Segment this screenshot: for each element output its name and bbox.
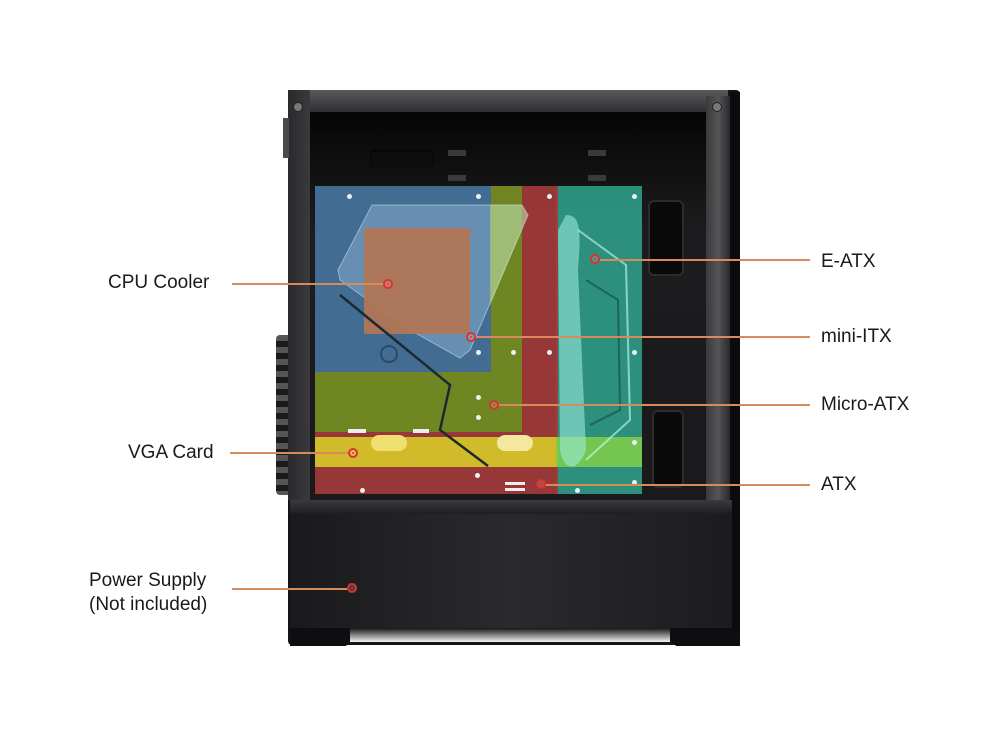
cpu-cooler-zone [364, 228, 470, 334]
leader-atx [545, 484, 810, 486]
standoff-hole [360, 488, 365, 493]
grommet [648, 200, 684, 276]
standoff-hole [632, 480, 637, 485]
case-foot-left [290, 628, 360, 646]
marker-atx [536, 479, 546, 489]
case-foot-right [660, 628, 740, 646]
standoff-hole [347, 194, 352, 199]
cable-tab [448, 175, 466, 181]
standoff-hole [632, 194, 637, 199]
label-atx: ATX [821, 474, 857, 495]
marker-micro-atx [489, 400, 499, 410]
label-power-supply-note: (Not included) [89, 594, 208, 615]
leader-vga-card [230, 452, 348, 454]
standoff-hole [511, 350, 516, 355]
pci-tab [505, 488, 525, 491]
label-e-atx: E-ATX [821, 251, 876, 272]
front-vent-strip [276, 335, 288, 495]
pci-slot-oval [371, 435, 407, 451]
label-vga-card: VGA Card [128, 442, 214, 463]
standoff-hole [476, 350, 481, 355]
standoff-hole [547, 194, 552, 199]
cable-slot [370, 150, 434, 168]
case-top-frame [288, 90, 728, 112]
case-right-pillar [706, 96, 730, 500]
psu-shroud [290, 514, 732, 628]
standoff-hole [476, 415, 481, 420]
label-mini-itx: mini-ITX [821, 326, 892, 347]
cable-channel-outline [339, 294, 489, 467]
standoff-hole [475, 473, 480, 478]
standoff-hole [547, 350, 552, 355]
screw-top-right [712, 102, 722, 112]
standoff-hole [476, 395, 481, 400]
leader-power-supply [232, 588, 347, 590]
psu-shroud-top-edge [290, 500, 732, 514]
marker-e-atx [590, 254, 600, 264]
pci-tab [505, 482, 525, 485]
grommet [652, 410, 684, 488]
screw-top-left [293, 102, 303, 112]
marker-power-supply [347, 583, 357, 593]
cable-tab [448, 150, 466, 156]
case-left-pillar [288, 90, 310, 500]
pci-tab [348, 429, 366, 433]
label-micro-atx: Micro-ATX [821, 394, 910, 415]
leader-mini-itx [475, 336, 810, 338]
standoff-hole [632, 350, 637, 355]
cable-tab [588, 175, 606, 181]
fan-outline [558, 215, 632, 467]
label-cpu-cooler: CPU Cooler [108, 272, 210, 293]
case-front-edge [730, 92, 740, 644]
leader-e-atx [600, 259, 810, 261]
cable-tab [588, 150, 606, 156]
marker-cpu-cooler [383, 279, 393, 289]
standoff-hole [575, 488, 580, 493]
leader-cpu-cooler [232, 283, 385, 285]
pci-slot-oval [497, 435, 533, 451]
leader-micro-atx [498, 404, 810, 406]
marker-mini-itx [466, 332, 476, 342]
standoff-hole [632, 440, 637, 445]
case-bottom-gap [350, 628, 670, 642]
grommet-ring [380, 345, 398, 363]
label-power-supply: Power Supply [89, 570, 207, 591]
marker-vga-card [348, 448, 358, 458]
pci-tab [413, 429, 429, 433]
standoff-hole [476, 194, 481, 199]
top-left-tab [283, 118, 289, 158]
